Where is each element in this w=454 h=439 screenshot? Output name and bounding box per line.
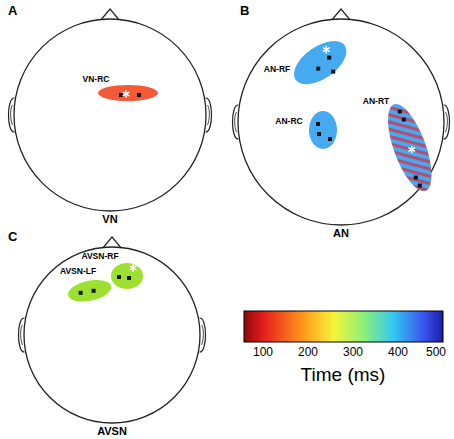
ellipse-shape [379, 99, 441, 196]
panel-name: VN [102, 213, 117, 225]
electrode-dot [317, 132, 321, 136]
ear-inner [235, 112, 237, 132]
electrode-dot [398, 110, 402, 114]
electrode-dot [328, 137, 332, 141]
region-label: AVSN-RF [81, 252, 118, 261]
head-drawing [14, 19, 206, 211]
panel-letter: B [240, 4, 249, 18]
region-label: AVSN-LF [60, 267, 96, 276]
region-ellipse: AN-RC [309, 111, 337, 149]
electrode-dot [119, 93, 123, 97]
electrode-dot [331, 70, 335, 74]
ellipse-drawing [294, 41, 346, 84]
head-outline: AVSNAVSN-RFAVSN-LF [24, 247, 200, 423]
region-label: AN-RF [264, 65, 290, 74]
ear-inner [446, 112, 448, 132]
ear-inner [11, 105, 13, 125]
electrode-dot [414, 176, 418, 180]
colorbar-rect [244, 311, 443, 342]
electrode-dot [92, 289, 96, 293]
electrode-dot [137, 93, 141, 97]
panel-name: AVSN [97, 425, 127, 437]
electrode-dot [316, 122, 320, 126]
head-circle [24, 247, 200, 423]
head-circle [14, 19, 206, 211]
tick-label: 100 [253, 346, 273, 359]
ellipse-drawing [98, 85, 158, 101]
tick-label: 400 [388, 346, 408, 359]
region-ellipse: AN-RF [294, 41, 346, 84]
electrode-dot [79, 291, 83, 295]
ear-inner [208, 105, 210, 125]
region-ellipse: AVSN-LF [68, 280, 111, 302]
axis-title: Time (ms) [301, 365, 386, 386]
head-outline: VNVN-RC [14, 19, 206, 211]
electrode-dot [127, 276, 131, 280]
ellipse-shape [286, 33, 354, 94]
tick-label: 500 [426, 346, 446, 359]
head-outline: ANAN-RFAN-RCAN-RT [238, 19, 444, 225]
ellipse-shape [66, 277, 113, 306]
tick-label: 300 [343, 346, 363, 359]
ellipse-drawing [388, 104, 432, 191]
ellipse-shape [309, 111, 337, 149]
peak-asterisk [130, 264, 137, 272]
peak-asterisk [323, 46, 330, 54]
electrode-dot [327, 56, 331, 60]
tick-label: 200 [298, 346, 318, 359]
electrode-dot [402, 118, 406, 122]
region-ellipse: AVSN-RF [111, 263, 143, 289]
ear-inner [202, 325, 204, 345]
peak-asterisk [409, 146, 416, 154]
ellipse-drawing [111, 263, 143, 289]
region-ellipse: VN-RC [98, 85, 158, 101]
peak-asterisk [123, 90, 130, 98]
ellipse-shape [111, 263, 143, 289]
ear-inner [21, 325, 23, 345]
region-label: VN-RC [83, 75, 110, 84]
electrode-dot [418, 184, 422, 188]
panel-letter: C [8, 230, 17, 244]
ellipse-drawing [309, 111, 337, 149]
panel-name: AN [333, 227, 349, 239]
region-label: AN-RT [363, 97, 389, 106]
head-circle [238, 19, 444, 225]
region-label: AN-RC [275, 117, 302, 126]
ellipse-drawing [68, 280, 111, 302]
electrode-dot [117, 275, 121, 279]
panel-letter: A [8, 4, 17, 18]
region-ellipse: AN-RT [388, 104, 432, 191]
electrode-dot [316, 67, 320, 71]
ellipse-shape [98, 85, 158, 101]
